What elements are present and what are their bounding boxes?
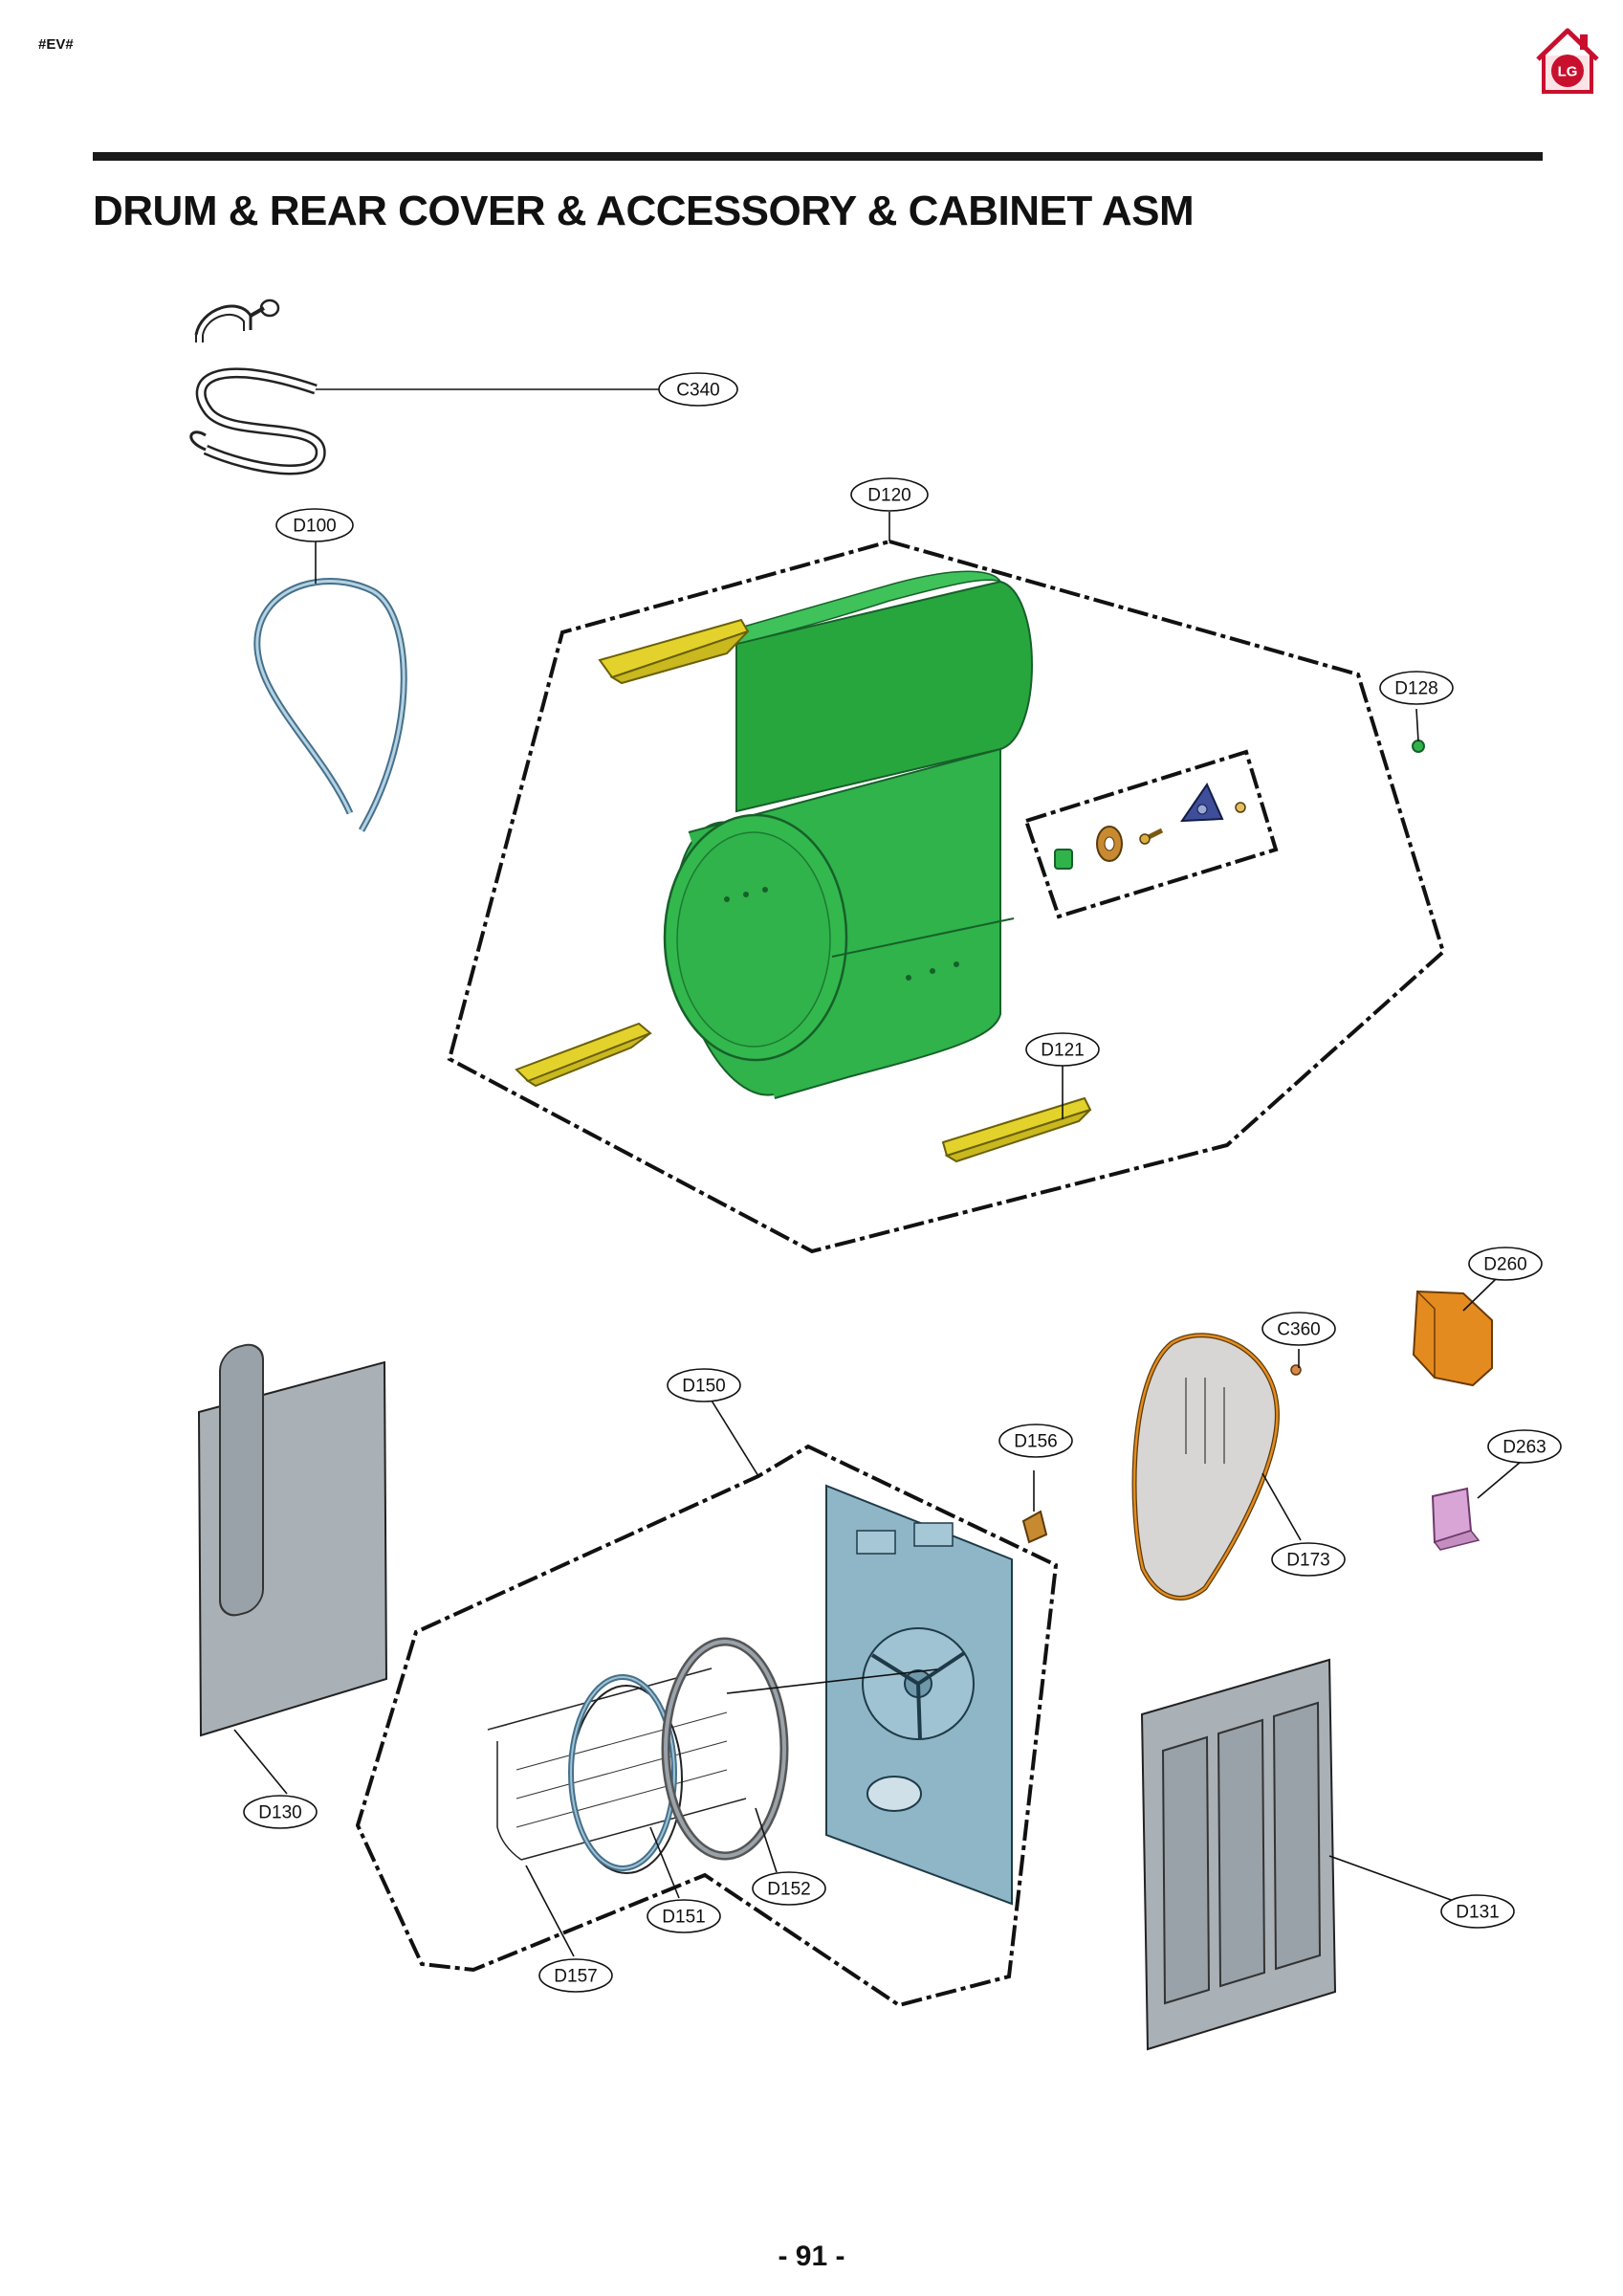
logo-text: LG: [1558, 64, 1578, 80]
callout-d152: D152: [752, 1871, 826, 1906]
svg-text:D173: D173: [1286, 1551, 1329, 1571]
callout-c340: C340: [658, 372, 738, 407]
page-tag: #EV#: [38, 36, 74, 53]
svg-text:D128: D128: [1394, 679, 1437, 699]
svg-text:D263: D263: [1502, 1438, 1546, 1458]
page-title: DRUM & REAR COVER & ACCESSORY & CABINET …: [93, 188, 1195, 234]
svg-text:D157: D157: [554, 1967, 597, 1987]
svg-text:D121: D121: [1041, 1041, 1084, 1061]
drum-lifter-icon: [598, 618, 750, 685]
callout-d157: D157: [538, 1958, 613, 1993]
callout-d260: D260: [1468, 1247, 1543, 1281]
small-fastener-icon: [1412, 740, 1425, 753]
drum-gasket-icon: [253, 577, 407, 832]
svg-text:D152: D152: [767, 1880, 810, 1900]
drum-group-outline: [447, 539, 1446, 1254]
svg-text:D156: D156: [1014, 1432, 1057, 1452]
leader-line: [649, 1826, 680, 1899]
callout-d263: D263: [1487, 1429, 1562, 1464]
svg-text:D151: D151: [662, 1908, 705, 1928]
callout-c360: C360: [1261, 1312, 1336, 1346]
callout-d120: D120: [850, 477, 929, 512]
callout-d121: D121: [1025, 1032, 1100, 1067]
svg-text:C340: C340: [676, 381, 719, 401]
drum-ring-front-icon: [568, 1674, 677, 1871]
rear-duct-icon: [1131, 1333, 1280, 1601]
leader-line: [1462, 1277, 1498, 1312]
svg-text:D131: D131: [1456, 1903, 1499, 1923]
callout-d173: D173: [1271, 1542, 1346, 1577]
drum-lifter-icon: [515, 1022, 652, 1088]
bearing-parts-icon: [1054, 782, 1246, 870]
svg-text:D260: D260: [1483, 1255, 1526, 1275]
small-bracket-icon: [1021, 1510, 1048, 1544]
callout-d131: D131: [1440, 1894, 1515, 1929]
svg-text:D100: D100: [293, 517, 336, 537]
drum-ring-rear-icon: [661, 1637, 789, 1861]
svg-text:D120: D120: [867, 486, 910, 506]
title-rule: [93, 152, 1543, 161]
callout-d150: D150: [667, 1368, 741, 1402]
leader-line: [1415, 708, 1419, 742]
callout-d156: D156: [998, 1424, 1073, 1458]
callout-d100: D100: [275, 508, 354, 542]
clip-icon: [1431, 1487, 1480, 1551]
bearing-group-outline: [1023, 749, 1279, 919]
callout-d130: D130: [243, 1795, 318, 1829]
duct-cover-icon: [1412, 1290, 1493, 1387]
drum-icon: [663, 570, 1033, 1099]
rear-plate-icon: [825, 1484, 1013, 1906]
leader-line: [755, 1807, 778, 1873]
leader-line: [525, 1865, 575, 1957]
leader-line: [1328, 1855, 1455, 1902]
leader-line: [233, 1729, 288, 1795]
svg-text:D150: D150: [682, 1377, 725, 1397]
leader-line: [1477, 1461, 1522, 1499]
drum-support-frame-icon: [487, 1667, 747, 1874]
lg-home-logo-icon: LG: [1536, 28, 1599, 94]
leader-line: [1261, 1472, 1302, 1541]
leader-line: [711, 1400, 759, 1477]
right-cabinet-panel-icon: [1140, 1658, 1337, 2051]
callout-d151: D151: [647, 1899, 721, 1933]
left-cabinet-panel-icon: [197, 1343, 388, 1737]
svg-text:D130: D130: [258, 1803, 301, 1823]
leader-line: [726, 1668, 938, 1694]
water-hose-icon: [189, 298, 326, 475]
rear-group-outline: [355, 1444, 1059, 2008]
callout-d128: D128: [1379, 671, 1454, 705]
drum-lifter-icon: [941, 1096, 1092, 1163]
svg-text:C360: C360: [1277, 1320, 1320, 1340]
page-number: - 91 -: [778, 2241, 845, 2272]
